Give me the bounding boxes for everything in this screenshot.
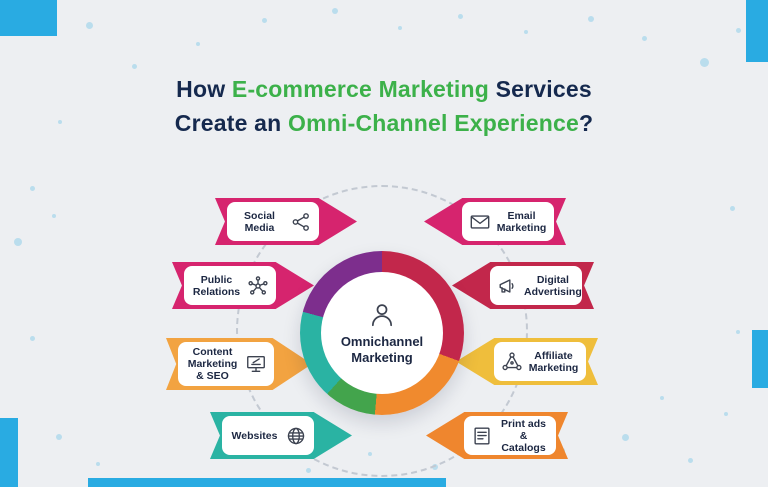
decorative-dot — [458, 14, 463, 19]
decorative-dot — [332, 8, 338, 14]
title-line-1: How E-commerce Marketing Services — [0, 72, 768, 106]
decorative-dot — [736, 28, 741, 33]
envelope-icon — [469, 211, 491, 233]
person-icon — [368, 301, 396, 329]
service-content-marketing-seo: Content Marketing & SEO — [166, 338, 312, 390]
orbit-dashed-circle — [236, 185, 528, 477]
service-websites: Websites — [210, 412, 352, 459]
service-label-box: Websites — [222, 416, 314, 455]
decorative-dot — [622, 434, 629, 441]
service-label: Social Media — [244, 209, 275, 234]
content-monitor-icon — [245, 353, 267, 375]
decorative-dot — [58, 120, 62, 124]
decorative-dot — [724, 412, 728, 416]
omnichannel-ring: Omnichannel Marketing — [300, 251, 464, 415]
accent-bar-right-middle — [752, 330, 768, 388]
omnichannel-hub: Omnichannel Marketing — [321, 272, 443, 394]
service-social-media: Social Media — [215, 198, 357, 245]
title-part-highlight: Omni-Channel Experience — [288, 110, 579, 136]
decorative-dot — [96, 462, 100, 466]
decorative-dot — [588, 16, 594, 22]
decorative-dot — [30, 186, 35, 191]
service-label-box: Digital Advertising — [490, 266, 582, 305]
accent-bar-top-left — [0, 0, 57, 36]
decorative-dot — [700, 58, 709, 67]
accent-bar-top-right — [746, 0, 768, 62]
globe-icon — [285, 425, 307, 447]
title-part: Services — [495, 76, 592, 102]
megaphone-icon — [497, 275, 519, 297]
decorative-dot — [306, 468, 311, 473]
decorative-dot — [688, 458, 693, 463]
title-part: Create an — [174, 110, 282, 136]
decorative-dot — [736, 330, 740, 334]
decorative-dot — [196, 42, 200, 46]
page-title: How E-commerce Marketing Services Create… — [0, 72, 768, 140]
service-label-box: Social Media — [227, 202, 319, 241]
service-public-relations: Public Relations — [172, 262, 314, 309]
catalog-icon — [471, 425, 493, 447]
decorative-dot — [56, 434, 62, 440]
service-label-box: Affiliate Marketing — [494, 342, 586, 381]
decorative-dot — [132, 64, 137, 69]
accent-bar-bottom — [88, 478, 446, 487]
service-label-box: Public Relations — [184, 266, 276, 305]
service-label: Digital Advertising — [524, 273, 582, 298]
service-label-box: Email Marketing — [462, 202, 554, 241]
decorative-dot — [524, 30, 528, 34]
service-label-box: Content Marketing & SEO — [178, 342, 274, 386]
accent-bar-bottom-left — [0, 418, 18, 487]
affiliate-network-icon — [501, 351, 523, 373]
service-label: Content Marketing & SEO — [187, 346, 238, 382]
title-part: ? — [578, 110, 594, 136]
decorative-dot — [642, 36, 647, 41]
service-affiliate-marketing: Affiliate Marketing — [456, 338, 598, 385]
service-digital-advertising: Digital Advertising — [452, 262, 594, 309]
decorative-dot — [262, 18, 267, 23]
decorative-dot — [30, 336, 35, 341]
service-email-marketing: Email Marketing — [424, 198, 566, 245]
service-label-box: Print ads & Catalogs — [464, 416, 556, 455]
title-part: How — [176, 76, 226, 102]
service-print-ads-catalogs: Print ads & Catalogs — [426, 412, 568, 459]
decorative-dot — [86, 22, 93, 29]
service-label: Websites — [231, 429, 278, 442]
decorative-dot — [660, 396, 664, 400]
decorative-dot — [14, 238, 22, 246]
decorative-dot — [52, 214, 56, 218]
title-part-highlight: E-commerce Marketing — [231, 76, 489, 102]
hub-label: Omnichannel Marketing — [340, 333, 424, 365]
service-label: Public Relations — [192, 273, 241, 298]
decorative-dot — [398, 26, 402, 30]
connections-icon — [247, 275, 269, 297]
share-network-icon — [290, 211, 312, 233]
service-label: Email Marketing — [496, 209, 547, 234]
title-line-2: Create an Omni-Channel Experience? — [0, 106, 768, 140]
service-label: Print ads & Catalogs — [501, 417, 546, 454]
decorative-dot — [730, 206, 735, 211]
service-label: Affiliate Marketing — [528, 349, 579, 374]
